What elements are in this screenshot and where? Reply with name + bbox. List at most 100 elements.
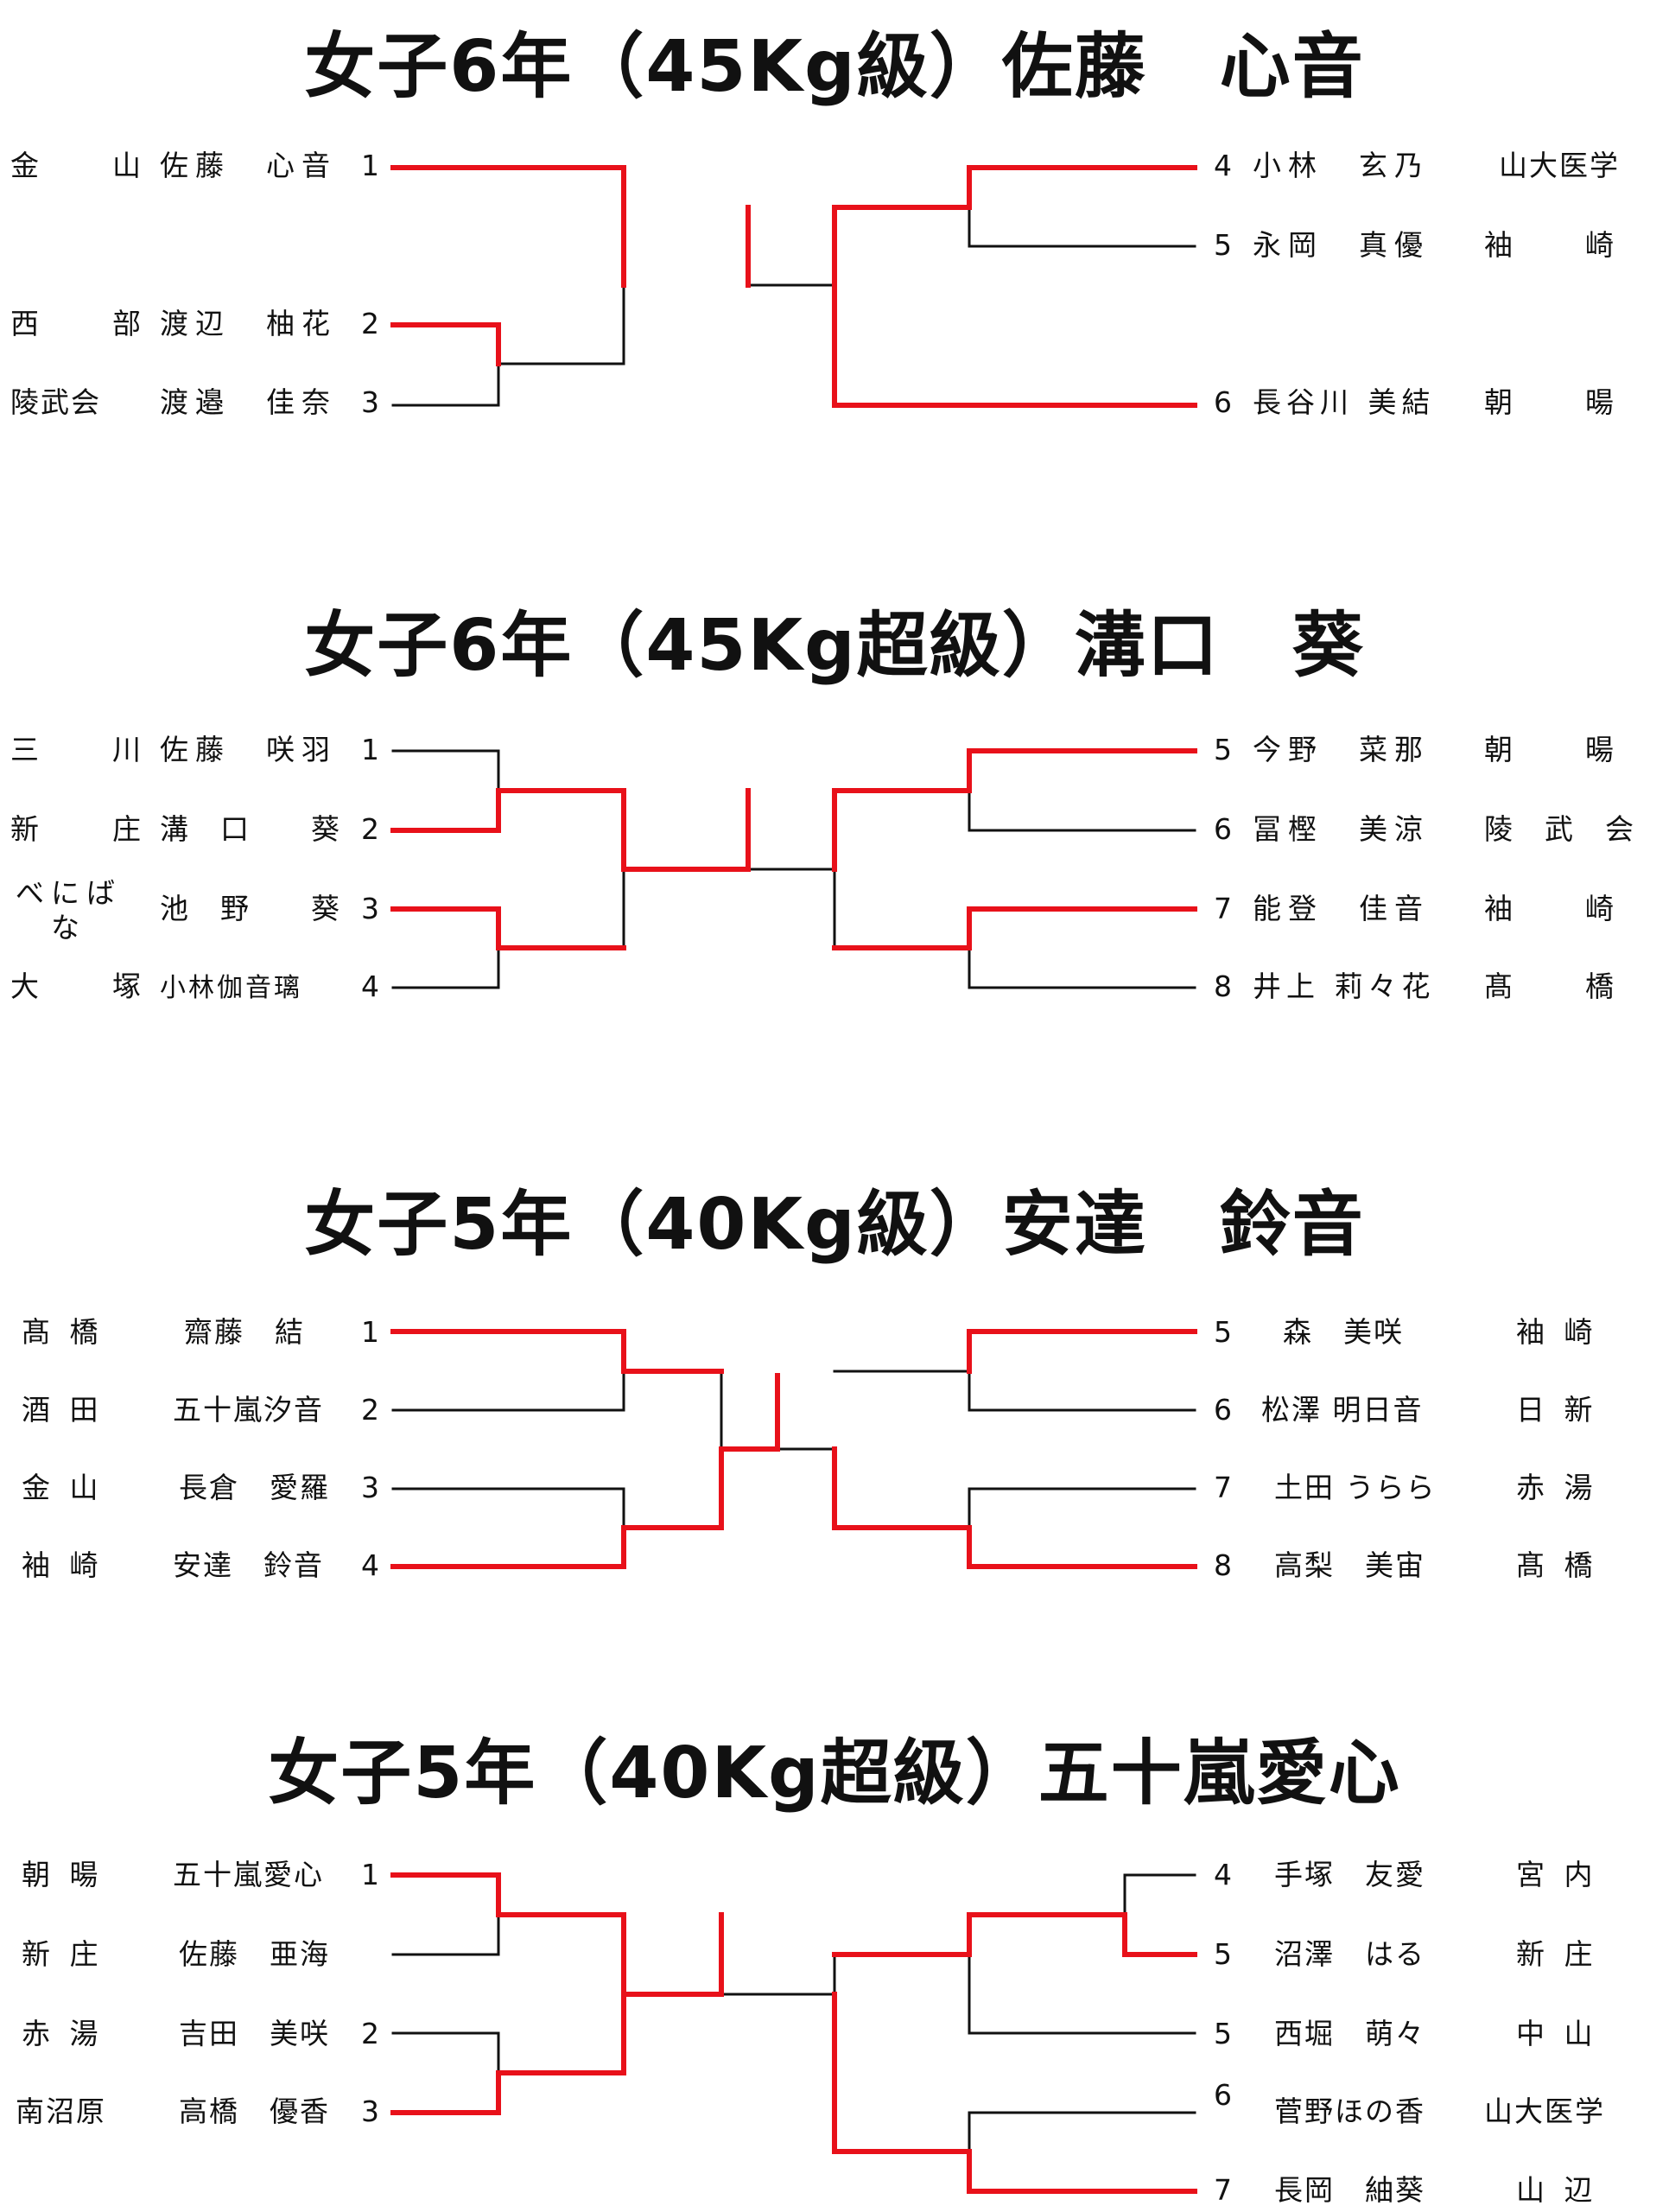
right-name: 永岡 真優	[1253, 228, 1430, 262]
right-seed: 8	[1214, 969, 1232, 1003]
left-name: 高橋 優香	[179, 2094, 330, 2128]
left-team: 朝 暘	[22, 1858, 104, 1891]
winner-line	[390, 906, 626, 950]
bracket-line	[968, 1370, 1196, 1412]
right-seed: 7	[1214, 892, 1232, 925]
right-name: 菅野ほの香	[1274, 2094, 1425, 2128]
left-seed: 3	[361, 2094, 379, 2128]
left-name: 吉田 美咲	[179, 2017, 330, 2050]
right-name: 井上 莉々花	[1253, 969, 1436, 1003]
left-name: 佐藤 亜海	[179, 1937, 330, 1971]
right-name: 今野 菜那	[1253, 733, 1430, 766]
bracket-line	[968, 1487, 1196, 1529]
bracket-title-1: 女子6年（45Kg級）佐藤 心音	[304, 26, 1365, 108]
right-seed: 6	[1214, 1393, 1232, 1427]
left-team: 金 山	[10, 149, 163, 182]
winner-line	[832, 1912, 1197, 1957]
right-team: 髙 橋	[1484, 969, 1619, 1003]
right-name: 西堀 萌々	[1274, 2017, 1425, 2050]
left-team: 三 川	[10, 733, 163, 766]
right-name: 森 美咲	[1283, 1315, 1404, 1349]
right-team: 山大医学	[1499, 149, 1620, 182]
left-seed: 4	[361, 1548, 379, 1582]
right-seed: 7	[1214, 1471, 1232, 1504]
bracket-line	[968, 2111, 1196, 2153]
bracket-title-3: 女子5年（40Kg級）安達 鈴音	[304, 1184, 1365, 1266]
bracket-line	[391, 1370, 625, 1412]
bracket-line	[391, 1487, 625, 1529]
left-team: 大 塚	[10, 969, 163, 1003]
left-team: 赤 湯	[22, 2017, 104, 2050]
left-team: 南沼原	[16, 2094, 106, 2128]
bracket-line	[391, 2031, 500, 2075]
right-team: 山大医学	[1484, 2094, 1605, 2128]
left-seed: 2	[361, 812, 379, 846]
left-seed: 2	[361, 307, 379, 340]
right-team: 朝 暘	[1484, 385, 1619, 419]
winner-line	[390, 322, 501, 366]
right-name: 高梨 美宙	[1274, 1548, 1425, 1582]
right-seed: 6	[1214, 2078, 1232, 2112]
right-seed: 5	[1214, 1937, 1232, 1971]
right-seed: 7	[1214, 2173, 1232, 2207]
left-seed: 1	[361, 733, 379, 766]
right-team: 山 辺	[1516, 2173, 1598, 2207]
left-team: 新 庄	[22, 1937, 104, 1971]
winner-line	[832, 748, 1197, 872]
right-seed: 6	[1214, 812, 1232, 846]
right-team: 朝 暘	[1484, 733, 1619, 766]
winner-line	[390, 165, 626, 288]
bracket-1-lines	[390, 165, 1197, 408]
bracket-3-lines	[390, 1329, 1197, 1569]
left-name: 渡邉 佳奈	[160, 385, 337, 419]
right-name: 松澤 明日音	[1261, 1393, 1424, 1427]
bracket-line	[968, 946, 1196, 989]
left-name: 小林伽音璃	[160, 973, 302, 1003]
right-team: 日 新	[1516, 1393, 1598, 1427]
right-team: 髙 橋	[1516, 1548, 1598, 1582]
right-team: 袖 崎	[1484, 892, 1619, 925]
bracket-line	[391, 1913, 500, 1956]
right-team: 中 山	[1516, 2017, 1598, 2050]
left-name: 池 野 葵	[160, 892, 341, 925]
winner-line	[390, 1329, 724, 1374]
right-team: 赤 湯	[1516, 1471, 1598, 1504]
winner-line	[967, 1329, 1197, 1374]
left-seed: 3	[361, 1471, 379, 1504]
left-team: 新 庄	[10, 812, 163, 846]
winner-line	[390, 1872, 724, 1997]
right-name: 冨樫 美涼	[1253, 812, 1430, 846]
right-seed: 5	[1214, 228, 1232, 262]
left-name: 五十嵐愛心	[173, 1858, 324, 1891]
right-seed: 6	[1214, 385, 1232, 419]
right-seed: 4	[1214, 1858, 1232, 1891]
left-name: 佐藤 咲羽	[160, 733, 337, 766]
bracket-line	[968, 1913, 1196, 2035]
bracket-line	[1123, 1873, 1196, 1916]
left-name: 長倉 愛羅	[179, 1471, 330, 1504]
right-name: 長岡 紬葵	[1274, 2173, 1425, 2207]
left-team: 金 山	[22, 1471, 104, 1504]
left-team: 西 部	[10, 307, 163, 340]
bracket-line	[391, 749, 500, 792]
left-seed: 4	[361, 969, 379, 1003]
left-seed: 3	[361, 385, 379, 419]
winner-line	[832, 165, 1197, 288]
left-team: べにばな	[16, 876, 122, 944]
left-seed: 1	[361, 1858, 379, 1891]
winner-line	[390, 1992, 626, 2115]
left-seed: 1	[361, 1315, 379, 1349]
left-team: 陵武会	[10, 385, 101, 419]
right-team: 袖 崎	[1516, 1315, 1598, 1349]
left-name: 五十嵐汐音	[173, 1393, 324, 1427]
right-name: 小林 玄乃	[1253, 149, 1430, 182]
right-name: 長谷川 美結	[1253, 385, 1436, 419]
left-seed: 3	[361, 892, 379, 925]
left-name: 安達 鈴音	[173, 1548, 324, 1582]
left-seed: 2	[361, 2017, 379, 2050]
left-seed: 1	[361, 149, 379, 182]
winner-line	[390, 1373, 780, 1569]
right-seed: 4	[1214, 149, 1232, 182]
right-team: 袖 崎	[1484, 228, 1619, 262]
